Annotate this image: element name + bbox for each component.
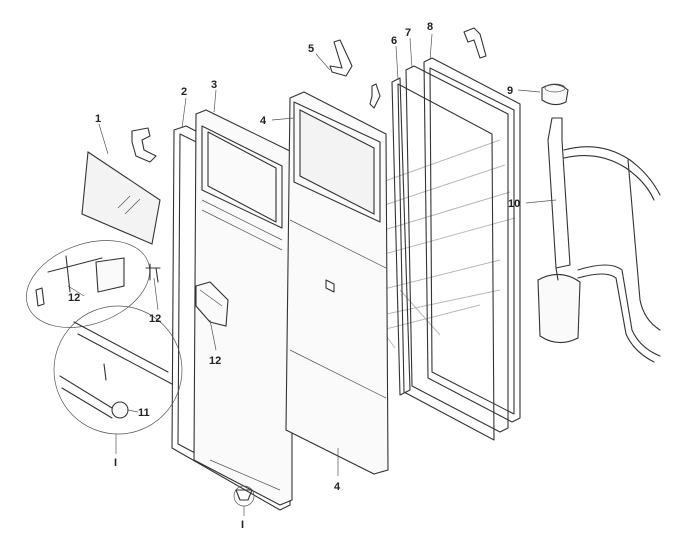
callout-2: 2 <box>181 86 187 98</box>
detail-view-circle <box>53 305 183 435</box>
window-clip <box>131 127 157 163</box>
callout-labels: 1 2 3 4 5 6 7 8 9 10 12 12 12 11 I 4 I <box>68 21 520 531</box>
seal-strip-7 <box>405 65 509 433</box>
callout-4-bottom: 4 <box>334 481 341 493</box>
callout-9: 9 <box>507 85 513 97</box>
door-latch <box>369 83 381 109</box>
door-panel <box>193 109 293 506</box>
callout-12-mid: 12 <box>149 313 161 325</box>
side-window-glass <box>81 151 161 245</box>
callout-4-top: 4 <box>260 115 267 127</box>
callout-12-door: 12 <box>209 355 221 367</box>
reservoir-cap <box>541 83 569 106</box>
callout-11: 11 <box>138 407 150 419</box>
callout-3: 3 <box>211 79 217 91</box>
callout-12-left: 12 <box>68 292 80 304</box>
callout-10: 10 <box>508 198 520 210</box>
hinge-bracket <box>329 39 353 77</box>
washer-reservoir-assembly <box>537 117 661 363</box>
callout-5: 5 <box>308 43 314 55</box>
leader-lines <box>67 33 557 516</box>
callout-7: 7 <box>405 27 411 39</box>
callout-6: 6 <box>391 35 397 47</box>
callout-1: 1 <box>95 113 101 125</box>
callout-detail-bubble: I <box>114 457 117 469</box>
door-handle-assembly <box>25 240 151 328</box>
door-with-window <box>285 91 389 475</box>
seal-clip-8 <box>463 27 487 59</box>
seal-strip-8 <box>423 57 521 423</box>
callout-8: 8 <box>427 21 433 33</box>
seal-strip-6 <box>391 77 495 441</box>
latch-pin <box>145 263 161 283</box>
callout-detail-marker: I <box>241 519 244 531</box>
door-lock-housing <box>195 281 229 327</box>
